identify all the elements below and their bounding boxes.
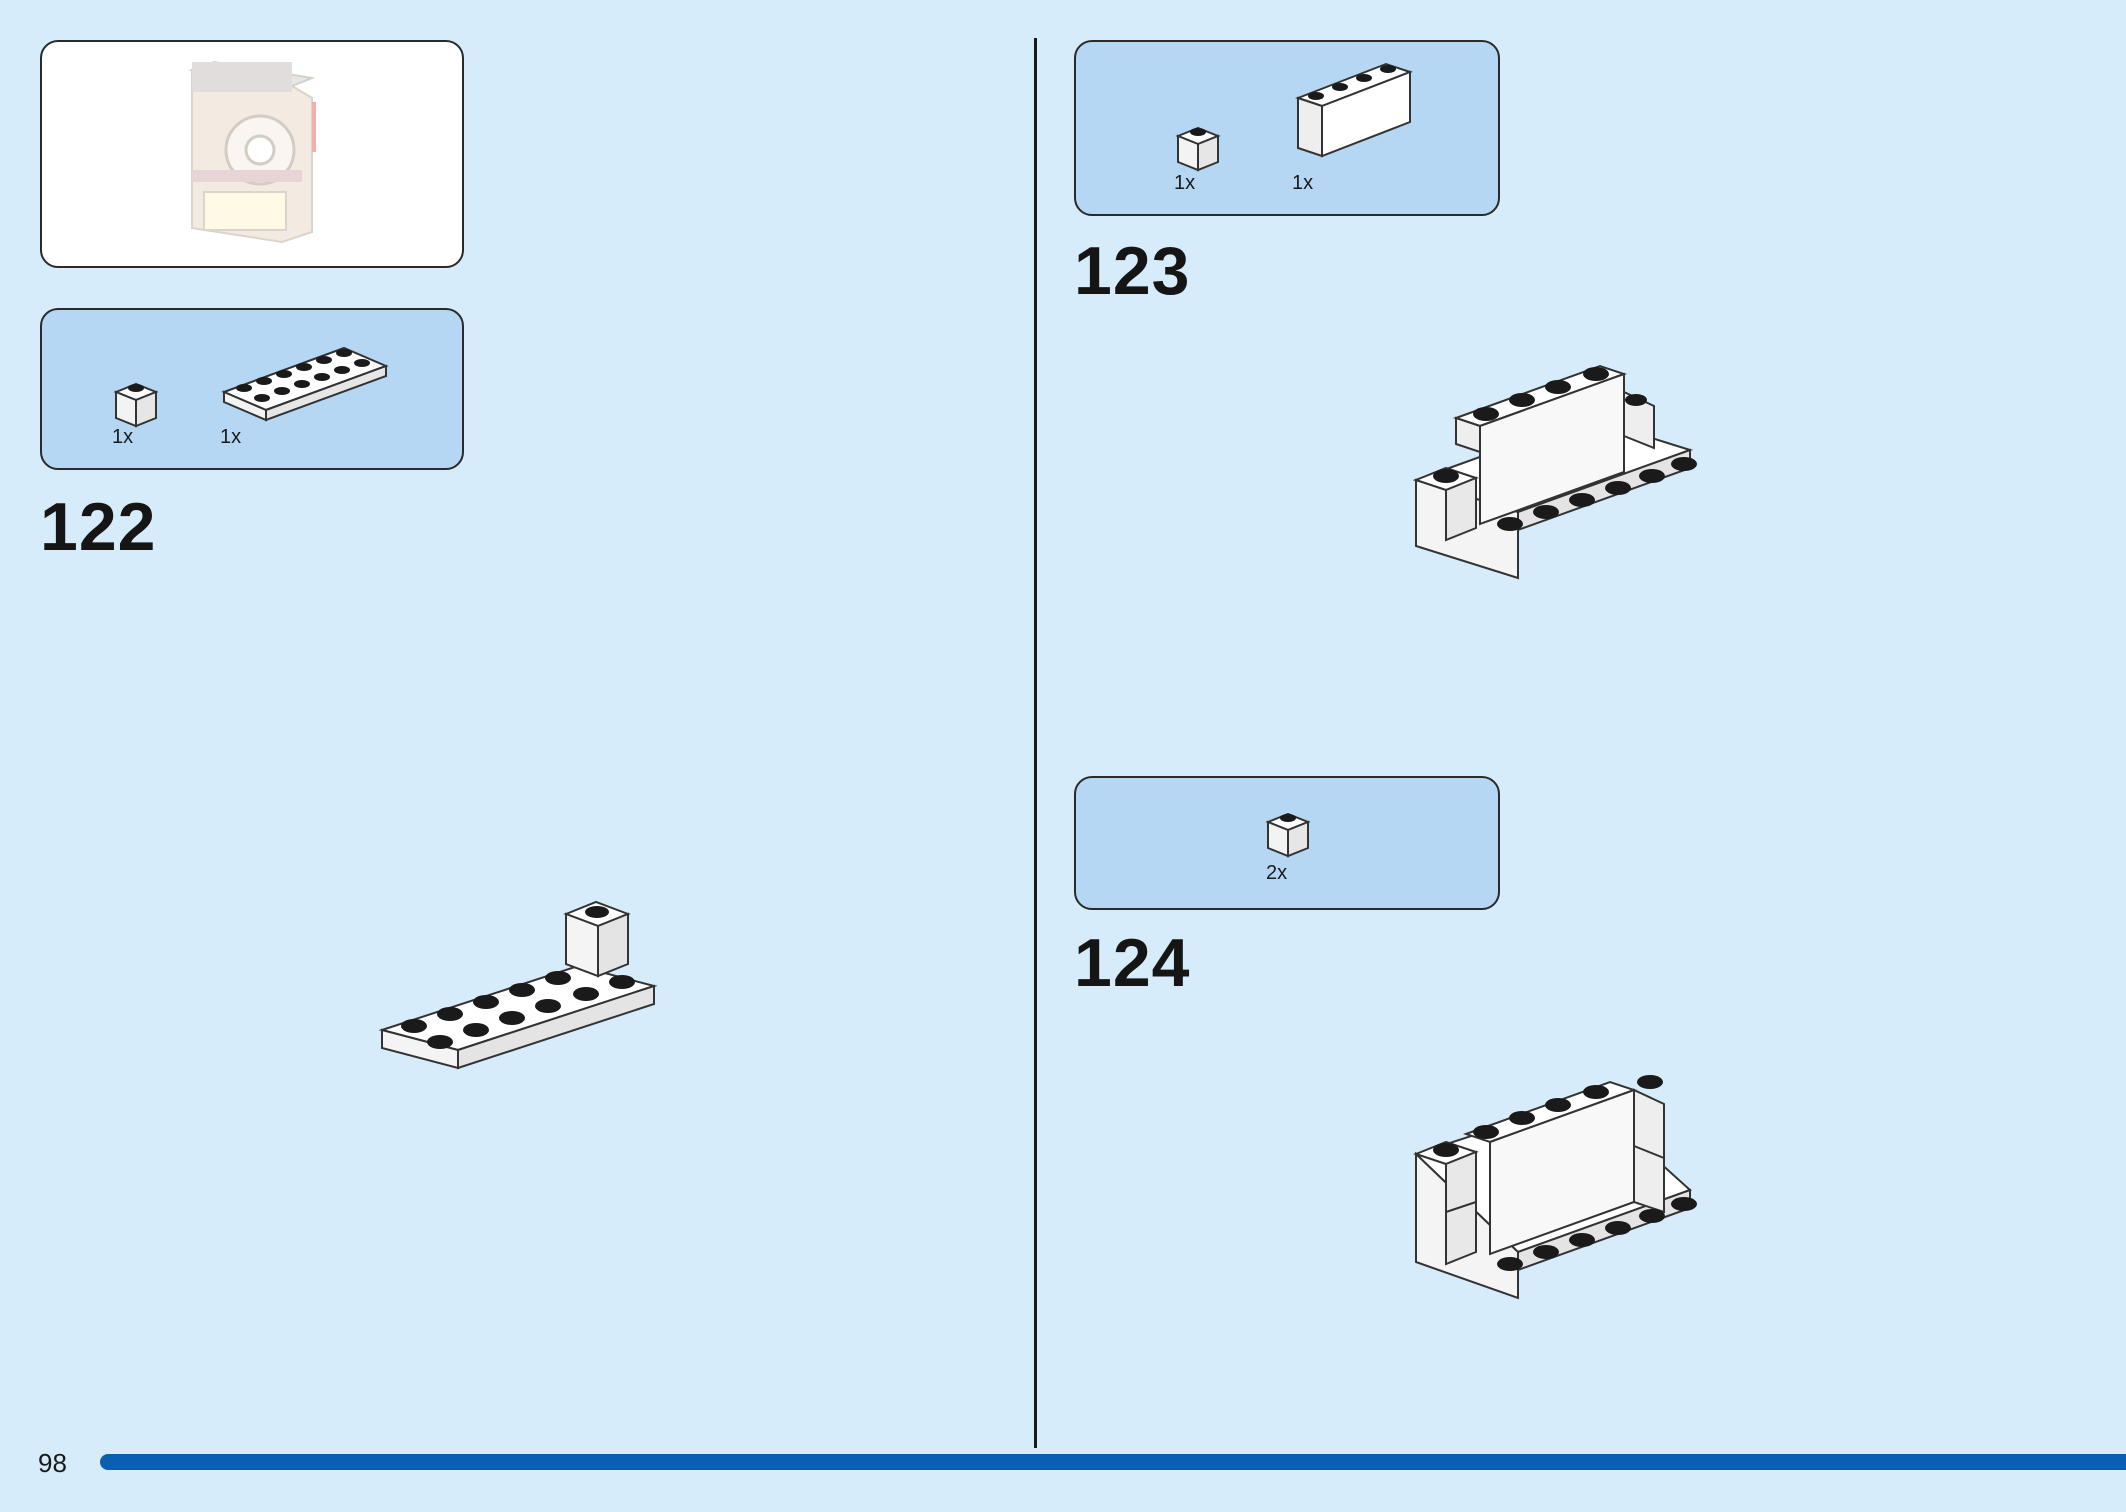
plate-2x6-with-brick-1x1-icon: [378, 900, 658, 1070]
parts-panel-step-122: 1x 1x: [40, 308, 464, 470]
brick-1x1-white-icon: [1265, 812, 1311, 858]
step-number: 124: [1074, 925, 1191, 1001]
step-number: 123: [1074, 233, 1191, 309]
part-qty-label: 1x: [1292, 172, 1314, 194]
parts-panel-step-123: 1x 1x: [1074, 40, 1500, 216]
parts-panel-step-124: 2x: [1074, 776, 1500, 910]
part-qty-label: 1x: [112, 426, 134, 448]
brick-1x1-white-icon: [1175, 126, 1221, 172]
model-preview-faded-icon: [188, 60, 316, 244]
model-preview-box: [40, 40, 464, 268]
page-number: 98: [38, 1448, 67, 1478]
panel-1x4x2-white-icon: [1295, 62, 1413, 158]
part-qty-label: 1x: [220, 426, 242, 448]
part-qty-label: 2x: [1266, 862, 1288, 884]
part-qty-label: 1x: [1174, 172, 1196, 194]
page-divider: [1034, 38, 1037, 1448]
plate-with-panel-and-brick-icon: [1412, 364, 1697, 580]
plate-2x6-white-icon: [221, 346, 389, 422]
plate-with-panel-and-bricks-complete-icon: [1413, 1075, 1697, 1300]
step-number: 122: [40, 489, 157, 565]
brick-1x1-white-icon: [113, 382, 159, 428]
progress-bar: [100, 1454, 2126, 1470]
